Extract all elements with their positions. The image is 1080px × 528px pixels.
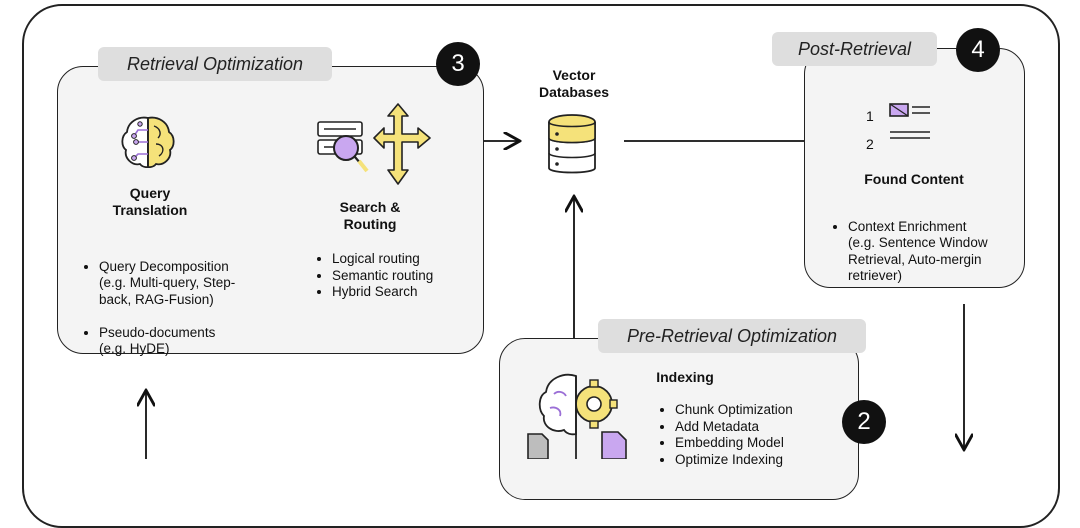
found-content-list: Context Enrichment (e.g. Sentence Window… (830, 202, 1028, 301)
post-retrieval-panel (804, 48, 1025, 288)
search-routing-icon (317, 103, 431, 185)
list-item: Logical routing (332, 251, 492, 268)
indexing-title: Indexing (656, 369, 714, 385)
brain-gear-icon (527, 373, 627, 459)
list-item: Hybrid Search (332, 284, 492, 301)
database-icon (548, 114, 596, 174)
list-item: Context Enrichment (e.g. Sentence Window… (848, 219, 1028, 285)
list-item: Query Decomposition (e.g. Multi-query, S… (99, 259, 289, 309)
search-routing-list: Logical routing Semantic routing Hybrid … (314, 251, 492, 301)
query-translation-title: Query Translation (112, 185, 188, 218)
ranked-list-icon (889, 103, 930, 139)
list-number: 1 (866, 108, 874, 124)
post-retrieval-label: Post-Retrieval (772, 32, 937, 66)
indexing-list: Chunk Optimization Add Metadata Embeddin… (657, 402, 855, 468)
brain-icon (121, 116, 175, 169)
search-routing-title: Search & Routing (339, 199, 401, 232)
step-number-2: 2 (842, 400, 886, 444)
list-item: Chunk Optimization (675, 402, 855, 419)
pre-retrieval-label: Pre-Retrieval Optimization (598, 319, 866, 353)
list-item: Embedding Model (675, 435, 855, 452)
vector-databases-title: Vector Databases (538, 67, 610, 100)
list-item: Add Metadata (675, 419, 855, 436)
list-item: Semantic routing (332, 268, 492, 285)
found-content-numbers: 1 2 (866, 102, 874, 158)
query-translation-list: Query Decomposition (e.g. Multi-query, S… (81, 242, 289, 374)
found-content-title: Found Content (864, 171, 964, 187)
list-item: Optimize Indexing (675, 452, 855, 469)
list-number: 2 (866, 136, 874, 152)
retrieval-optimization-label: Retrieval Optimization (98, 47, 332, 81)
step-number-4: 4 (956, 28, 1000, 72)
list-item: Pseudo-documents (e.g. HyDE) (99, 325, 289, 358)
retrieval-optimization-panel (57, 66, 484, 354)
step-number-3: 3 (436, 42, 480, 86)
